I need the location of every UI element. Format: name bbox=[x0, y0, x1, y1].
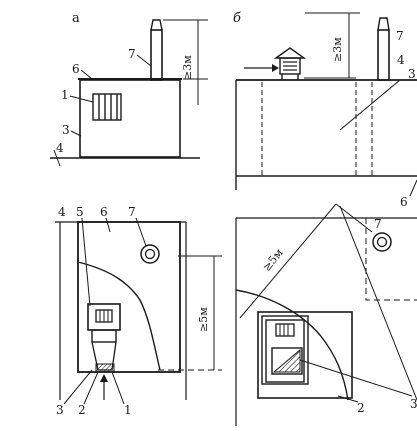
dim-chimney-height-a: ≥3м bbox=[181, 55, 194, 80]
panel-a-elevation: а ≥3м 7 6 1 3 4 bbox=[50, 11, 208, 167]
callout-3-a: 3 bbox=[62, 123, 70, 137]
callout-7-b: 7 bbox=[396, 29, 404, 43]
panel-b-elevation: б ≥3м 4 3 7 bbox=[233, 11, 417, 209]
panel-a-label: а bbox=[72, 11, 80, 26]
callout-7-plan-b: 7 bbox=[374, 217, 382, 231]
callout-2-plan: 2 bbox=[78, 403, 86, 417]
panel-b-label: б bbox=[233, 11, 241, 26]
callout-1-plan: 1 bbox=[124, 403, 132, 417]
callout-7-plan: 7 bbox=[128, 205, 136, 219]
dim-5m-a: ≥5м bbox=[197, 307, 210, 332]
panel-a-plan: ≥5м 4 5 6 7 3 2 1 bbox=[55, 205, 222, 417]
callout-5-plan: 5 bbox=[76, 205, 84, 219]
panel-b-plan: ≥5м 7 2 3 bbox=[235, 203, 417, 426]
dim-chimney-height-b: ≥3м bbox=[331, 37, 344, 62]
zone-boundary bbox=[77, 261, 161, 371]
chimney-b bbox=[377, 29, 390, 81]
chimney bbox=[150, 29, 163, 81]
callout-3-plan-b: 3 bbox=[410, 397, 417, 411]
callout-3-b: 3 bbox=[408, 67, 416, 81]
callout-6-a: 6 bbox=[72, 62, 80, 76]
roof-deflector bbox=[273, 47, 307, 80]
callout-4-b: 4 bbox=[397, 53, 405, 67]
heater-unit-b bbox=[275, 323, 295, 337]
chimney-plan-b bbox=[372, 232, 392, 252]
plan-room-b bbox=[257, 311, 353, 399]
callout-6-plan: 6 bbox=[100, 205, 108, 219]
callout-7-a: 7 bbox=[128, 47, 136, 61]
vent-grille bbox=[92, 93, 122, 121]
dim-5m-b: ≥5м bbox=[260, 246, 286, 274]
building-wall bbox=[79, 79, 181, 158]
chimney-plan bbox=[140, 244, 160, 264]
callout-6-b: 6 bbox=[400, 195, 408, 209]
callout-3-plan: 3 bbox=[56, 403, 64, 417]
callout-2-plan-b: 2 bbox=[357, 401, 365, 415]
callout-4-a: 4 bbox=[56, 141, 64, 155]
callout-1-a: 1 bbox=[61, 88, 69, 102]
plan-room bbox=[77, 221, 181, 373]
callout-4-plan: 4 bbox=[58, 205, 66, 219]
